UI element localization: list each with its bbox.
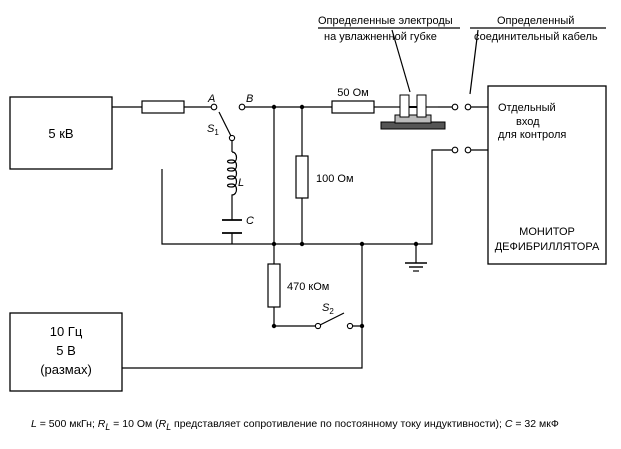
resistor-470-kohm-label: 470 кОм xyxy=(287,281,329,293)
capacitor-label: C xyxy=(246,215,254,227)
electrodes-label-line1: Определенные электроды xyxy=(318,15,453,27)
monitor-input-line2: вход xyxy=(516,116,540,128)
cable-leader-line xyxy=(469,29,479,95)
monitor-name-line2: ДЕФИБРИЛЛЯТОРА xyxy=(495,241,600,253)
signal-amplitude-label: 5 В xyxy=(56,343,76,358)
junction-dot xyxy=(413,241,419,247)
junction-dot xyxy=(299,104,305,110)
electrodes-label-line2: на увлажненной губке xyxy=(324,31,437,43)
junction-dot xyxy=(271,104,277,110)
signal-generator-box xyxy=(9,312,123,392)
capacitor-c xyxy=(222,219,242,234)
resistor-100-ohm xyxy=(295,155,309,199)
monitor-input-line1: Отдельный xyxy=(498,102,556,114)
node-a-terminal xyxy=(210,103,218,111)
node-a-label: A xyxy=(207,93,215,105)
junction-dot xyxy=(271,323,277,329)
signal-peak-label: (размах) xyxy=(40,362,92,377)
cable-terminal-bottom-left xyxy=(451,146,459,154)
switch-s1 xyxy=(218,111,236,142)
switch-s2-label: S2 xyxy=(322,302,334,316)
resistor-470-kohm xyxy=(267,263,281,308)
resistor-50-ohm xyxy=(331,100,375,114)
defibrillator-monitor-box xyxy=(487,85,607,265)
hv-source-label: 5 кВ xyxy=(48,126,73,141)
node-b-terminal xyxy=(238,103,246,111)
caption: L = 500 мкГн; RL = 10 Ом (RL представляе… xyxy=(31,418,559,433)
hv-source-box xyxy=(9,96,113,170)
electrodes-leader-line xyxy=(391,29,411,93)
junction-dot xyxy=(299,241,305,247)
monitor-input-line3: для контроля xyxy=(498,129,566,141)
cable-label-line2: соединительный кабель xyxy=(474,31,598,43)
junction-dot xyxy=(359,241,365,247)
sponge-electrodes-icon xyxy=(380,94,446,130)
node-b-label: B xyxy=(246,93,253,105)
series-resistor xyxy=(141,100,185,114)
cable-terminal-top-right xyxy=(464,103,472,111)
cable-label-line1: Определенный xyxy=(497,15,574,27)
cable-terminal-bottom-right xyxy=(464,146,472,154)
resistor-50-ohm-label: 50 Ом xyxy=(337,87,368,99)
wires xyxy=(112,106,488,369)
inductor-label: L xyxy=(238,177,244,189)
cable-terminal-top-left xyxy=(451,103,459,111)
monitor-name-line1: МОНИТОР xyxy=(519,226,575,238)
junction-dot xyxy=(271,241,277,247)
junction-dot xyxy=(359,323,365,329)
resistor-100-ohm-label: 100 Ом xyxy=(316,173,354,185)
ground-icon xyxy=(405,262,427,272)
signal-frequency-label: 10 Гц xyxy=(50,324,83,339)
switch-s1-label: S1 xyxy=(207,123,219,137)
switch-s2 xyxy=(314,312,354,330)
inductor-l xyxy=(226,151,238,210)
